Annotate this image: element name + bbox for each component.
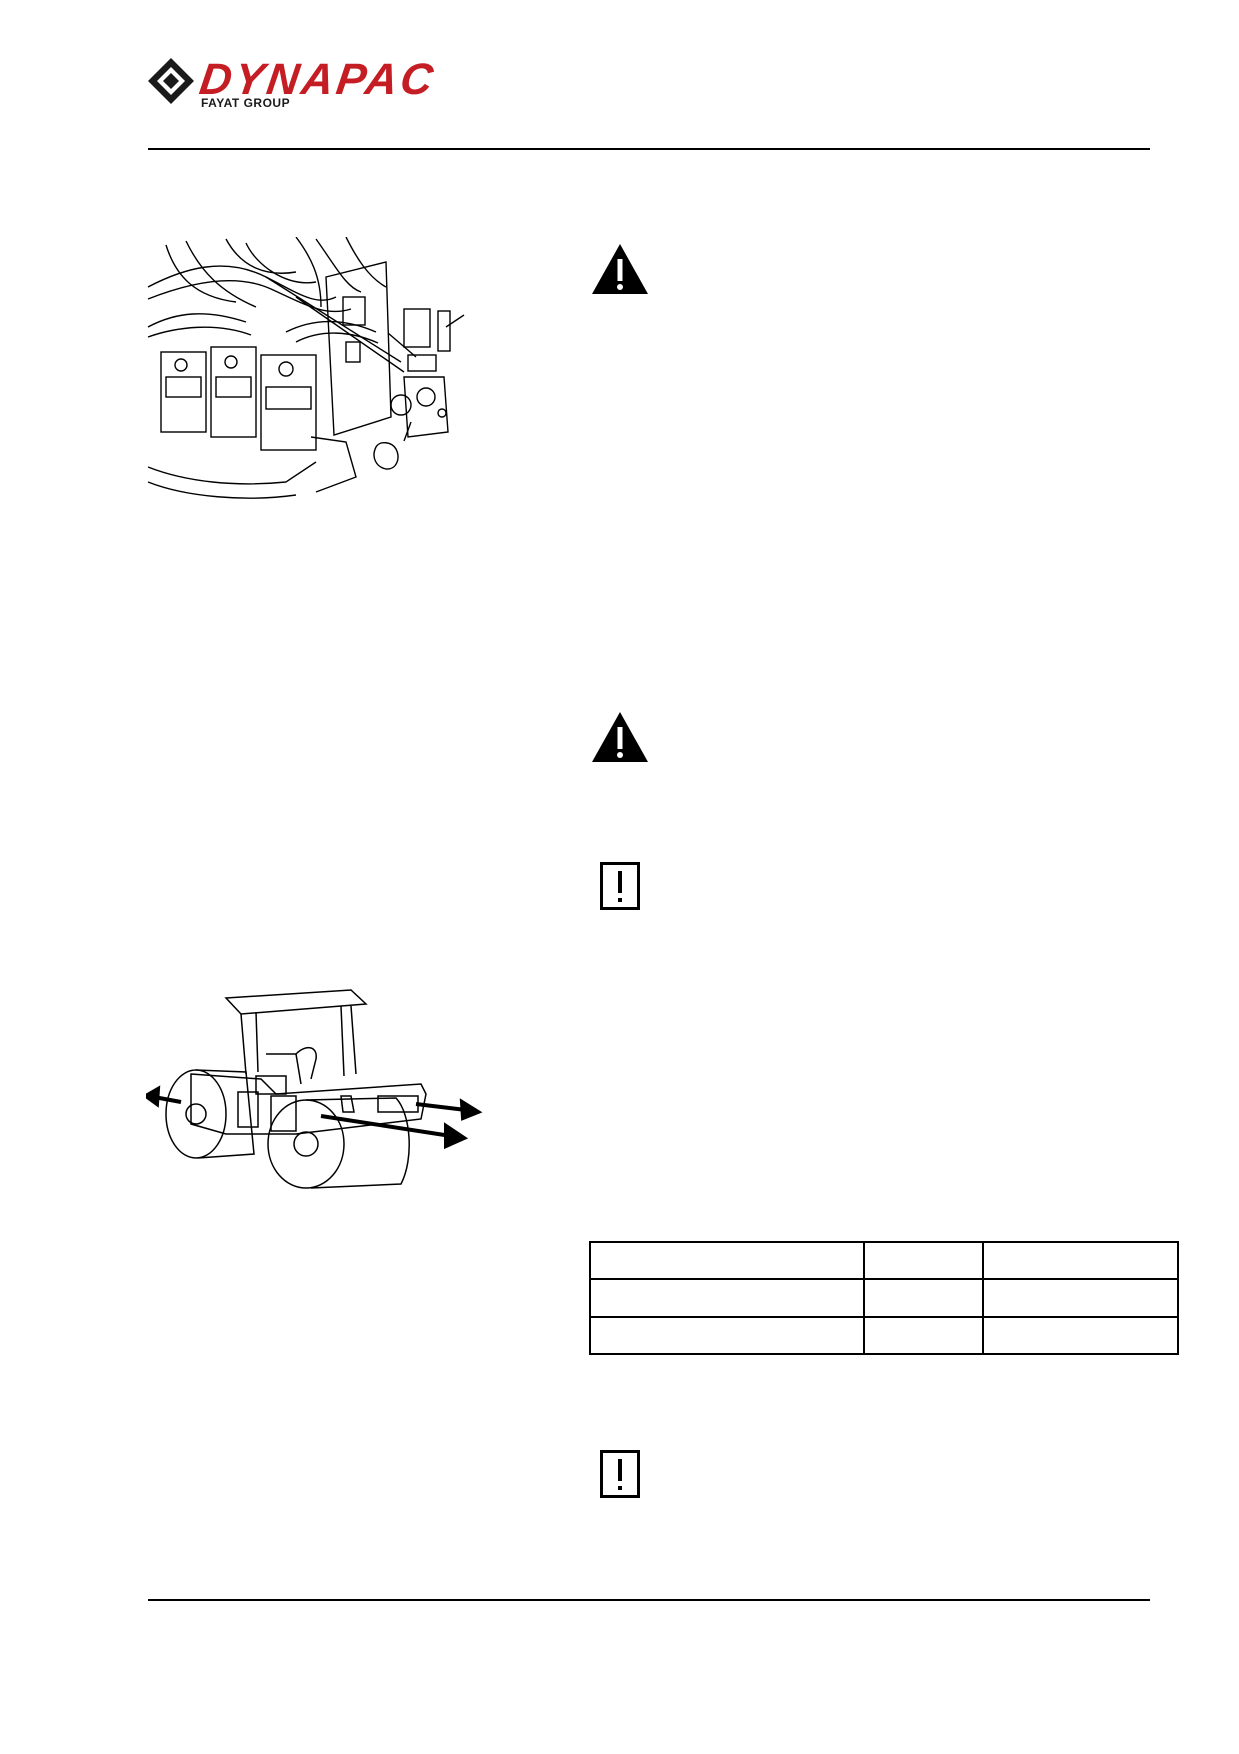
table-cell <box>981 1315 1180 1356</box>
logo-subtitle: FAYAT GROUP <box>201 96 291 110</box>
warning-triangle-icon <box>592 244 648 294</box>
table-cell <box>588 1240 866 1281</box>
notice-exclamation-icon <box>600 862 640 910</box>
notice-exclamation-icon <box>600 1450 640 1498</box>
table-cell <box>588 1278 866 1318</box>
engine-compartment-figure <box>146 237 476 505</box>
table-cell <box>863 1315 984 1356</box>
header-divider <box>148 148 1150 150</box>
table-cell <box>863 1240 984 1281</box>
table-row <box>588 1315 1180 1356</box>
tandem-roller-figure <box>146 984 496 1194</box>
warning-triangle-icon <box>592 712 648 762</box>
table-cell <box>588 1315 866 1356</box>
table-cell <box>863 1278 984 1318</box>
table-row <box>588 1240 1180 1281</box>
footer-divider <box>148 1599 1150 1601</box>
table-row <box>588 1278 1180 1318</box>
table-cell <box>981 1278 1180 1318</box>
table-cell <box>981 1240 1180 1281</box>
specification-table <box>588 1240 1180 1356</box>
dynapac-logo-mark <box>148 58 194 104</box>
